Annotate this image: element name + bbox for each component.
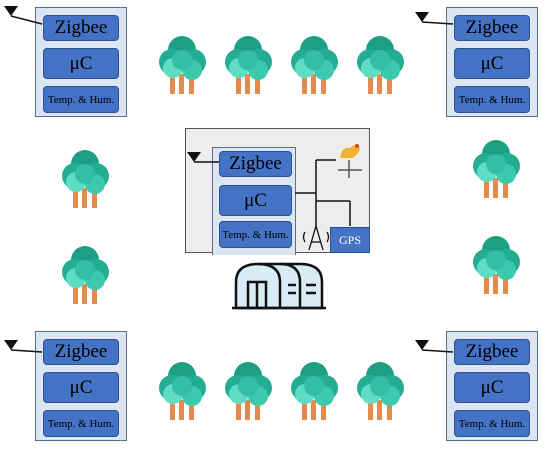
- zigbee-block: Zigbee: [219, 151, 292, 177]
- gps-block: GPS: [330, 227, 370, 253]
- zigbee-block: Zigbee: [43, 15, 119, 41]
- weathervane-icon: [338, 144, 362, 178]
- microcontroller-block: μC: [43, 48, 119, 79]
- microcontroller-block: μC: [454, 372, 530, 403]
- sensor-node-bottom-right: Zigbee μC Temp. & Hum.: [446, 331, 538, 441]
- microcontroller-block: μC: [219, 185, 292, 216]
- gateway-node: Zigbee μC Temp. & Hum. GPS: [185, 128, 370, 255]
- microcontroller-block: μC: [43, 372, 119, 403]
- microcontroller-block: μC: [454, 48, 530, 79]
- zigbee-block: Zigbee: [43, 339, 119, 365]
- cell-tower-icon: [302, 223, 330, 251]
- antenna-icon: [4, 340, 43, 353]
- gateway-wiring: [295, 159, 351, 226]
- gateway-inner-panel: Zigbee μC Temp. & Hum.: [212, 147, 296, 255]
- temp-hum-block: Temp. & Hum.: [454, 410, 530, 437]
- temp-hum-block: Temp. & Hum.: [454, 86, 530, 113]
- sensor-node-bottom-left: Zigbee μC Temp. & Hum.: [35, 331, 127, 441]
- zigbee-block: Zigbee: [454, 15, 530, 41]
- zigbee-block: Zigbee: [454, 339, 530, 365]
- temp-hum-block: Temp. & Hum.: [43, 410, 119, 437]
- antenna-icon: [415, 12, 454, 25]
- sensor-node-top-right: Zigbee μC Temp. & Hum.: [446, 7, 538, 117]
- temp-hum-block: Temp. & Hum.: [43, 86, 119, 113]
- antenna-icon: [187, 152, 219, 163]
- antenna-icon: [4, 6, 43, 25]
- sensor-node-top-left: Zigbee μC Temp. & Hum.: [35, 7, 127, 117]
- greenhouse-icon: [232, 262, 326, 310]
- temp-hum-block: Temp. & Hum.: [219, 221, 292, 248]
- antenna-icon: [415, 340, 454, 353]
